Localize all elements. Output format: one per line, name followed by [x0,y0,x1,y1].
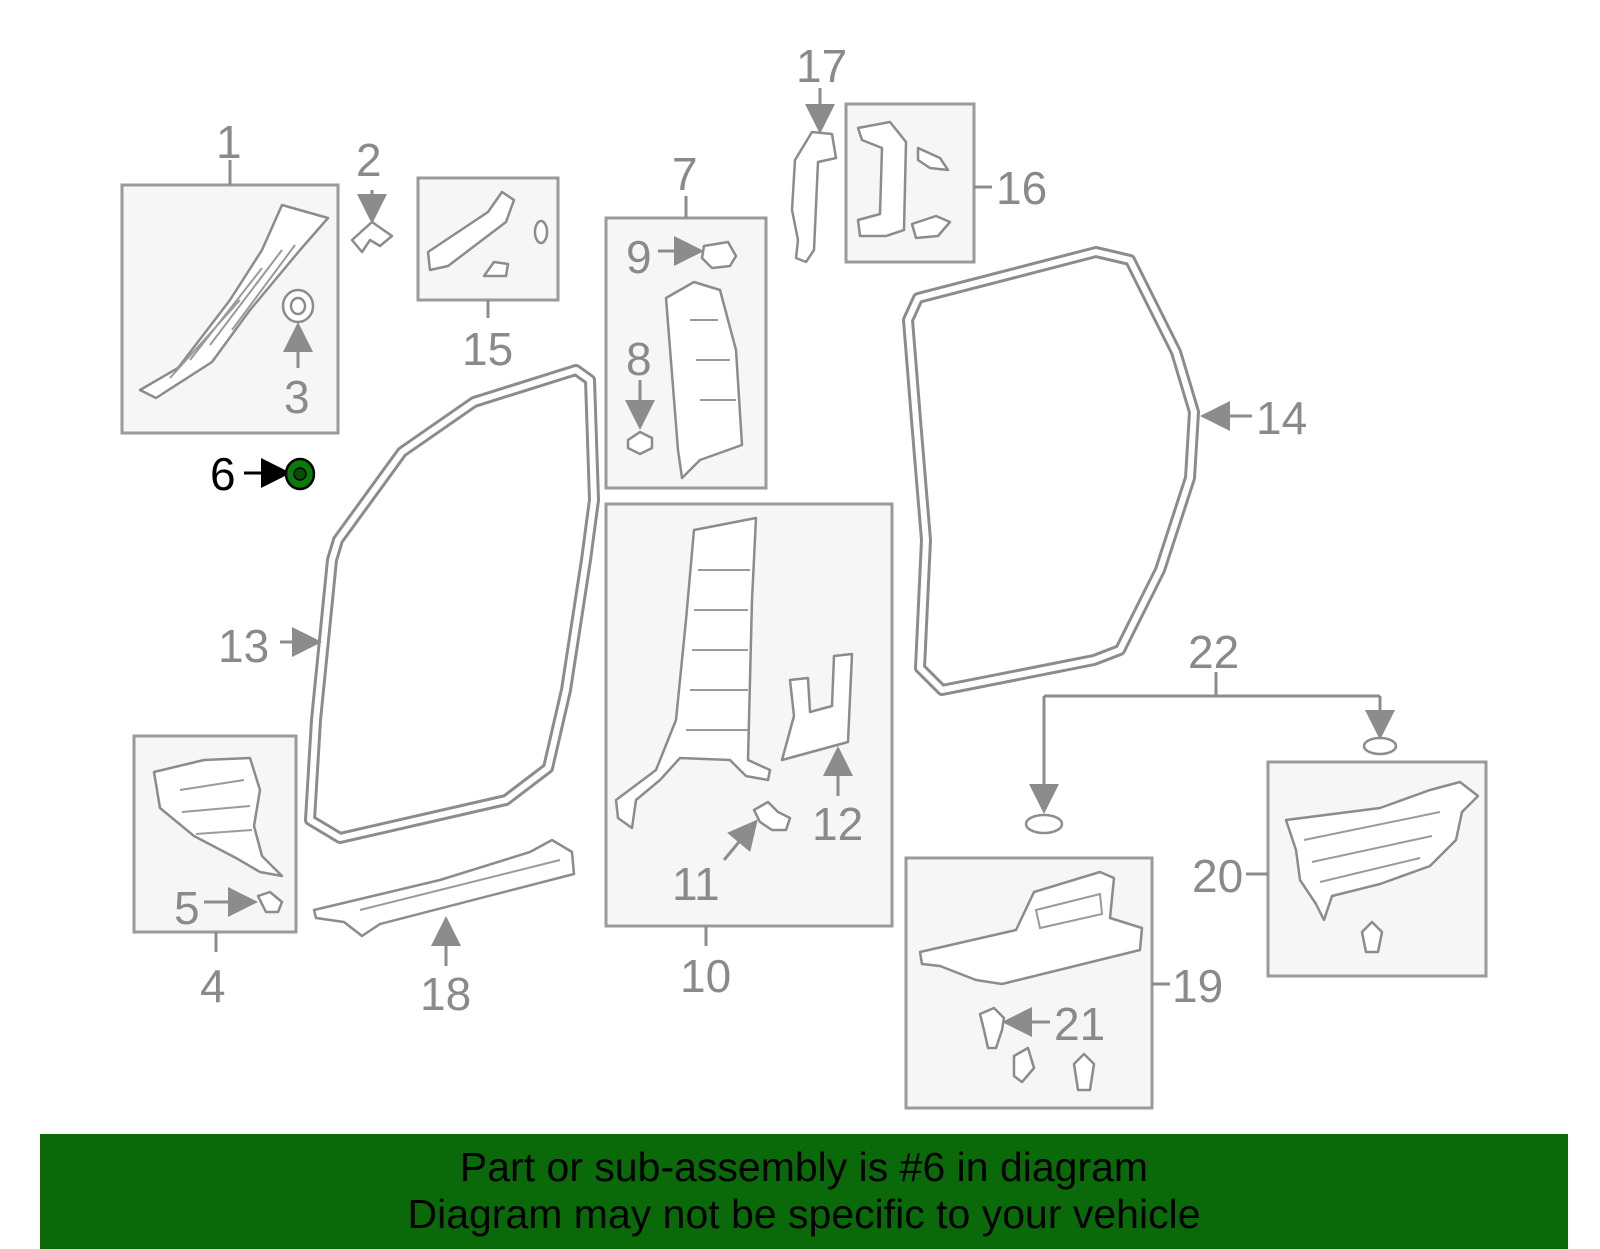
callout-2: 2 [356,134,382,186]
part-group-1[interactable] [120,160,340,435]
callout-11: 11 [672,858,720,910]
rear-door-weatherstrip [902,246,1200,696]
rear-scuff-plate-19 [918,870,1144,986]
a-pillar-trim [138,203,330,400]
grip-cap [482,260,510,278]
part-group-16[interactable] [844,102,992,264]
callout-6: 6 [210,448,236,500]
callout-14: 14 [1256,392,1307,444]
callout-15: 15 [462,323,513,375]
retainer-16-main [856,120,908,238]
bracket-12-shape [780,652,854,762]
part-13[interactable] [280,364,600,844]
part-6[interactable] [244,457,316,491]
clip-19-b [1072,1052,1096,1092]
banner-line-1: Part or sub-assembly is #6 in diagram [459,1144,1149,1190]
bolt-21-shape [978,1006,1006,1050]
callout-5: 5 [174,882,200,934]
callout-19: 19 [1172,960,1223,1012]
front-door-weatherstrip [304,364,600,844]
callout-7: 7 [672,148,698,200]
cowl-side-trim [152,756,284,878]
grip-handle [426,190,516,272]
clip-20-shape [1360,920,1384,954]
b-pillar-lower-trim [614,516,772,830]
quarter-trim-20 [1284,780,1480,922]
part-22[interactable] [1024,672,1398,835]
callout-16: 16 [996,162,1047,214]
callout-18: 18 [420,968,471,1020]
callout-3: 3 [284,371,310,423]
part-group-7[interactable] [604,196,768,490]
callout-1: 1 [216,116,242,168]
scuff-plate-18-edge [359,859,561,911]
grip-clip [533,219,549,245]
clip-11-shape [752,800,792,832]
bracket-17-shape [790,130,838,264]
callout-20: 20 [1192,850,1243,902]
rear-door-weatherstrip-inner [905,249,1197,693]
plug-22-right [1362,736,1398,756]
callout-12: 12 [812,798,863,850]
front-door-weatherstrip-inner [307,367,597,841]
screw-8-shape [626,430,654,456]
part-14[interactable] [902,246,1252,696]
part-2[interactable] [350,190,394,254]
part-17[interactable] [790,88,838,264]
callout-21: 21 [1054,998,1105,1050]
callout-10: 10 [680,950,731,1002]
part-group-19[interactable] [904,856,1170,1110]
b-pillar-lower-ribs [686,569,750,731]
b-pillar-upper-trim [664,280,744,480]
part-group-10[interactable] [604,502,894,946]
callout-13: 13 [218,620,269,672]
clip-9-shape [700,240,738,270]
quarter-trim-20-ribs [1303,811,1441,883]
callout-4: 4 [200,960,226,1012]
screw-5-shape [256,890,284,914]
part-group-20[interactable] [1246,760,1488,978]
retainer-16-tab-top [916,146,950,172]
clip-3-hole [289,296,307,316]
clip-19-a [1012,1046,1036,1084]
info-banner: Part or sub-assembly is #6 in diagram Di… [40,1134,1568,1249]
b-pillar-upper-ribs [690,319,736,401]
callout-17: 17 [796,40,847,92]
leader-11 [722,819,758,861]
part-group-4[interactable] [132,734,298,952]
callout-22: 22 [1188,626,1239,678]
clip-2-shape [350,220,394,254]
retainer-16-tab-bottom [910,214,952,240]
callout-8: 8 [626,333,652,385]
banner-line-2: Diagram may not be specific to your vehi… [407,1191,1201,1237]
plug-22-left [1024,813,1064,835]
cowl-side-ribs [179,779,253,835]
part-group-15[interactable] [416,176,560,318]
part-18[interactable] [312,838,576,966]
a-pillar-trim-ribs [169,244,296,379]
callout-9: 9 [626,231,652,283]
nut-6-hole [293,467,307,481]
rear-scuff-plate-19-handle [1034,892,1104,930]
